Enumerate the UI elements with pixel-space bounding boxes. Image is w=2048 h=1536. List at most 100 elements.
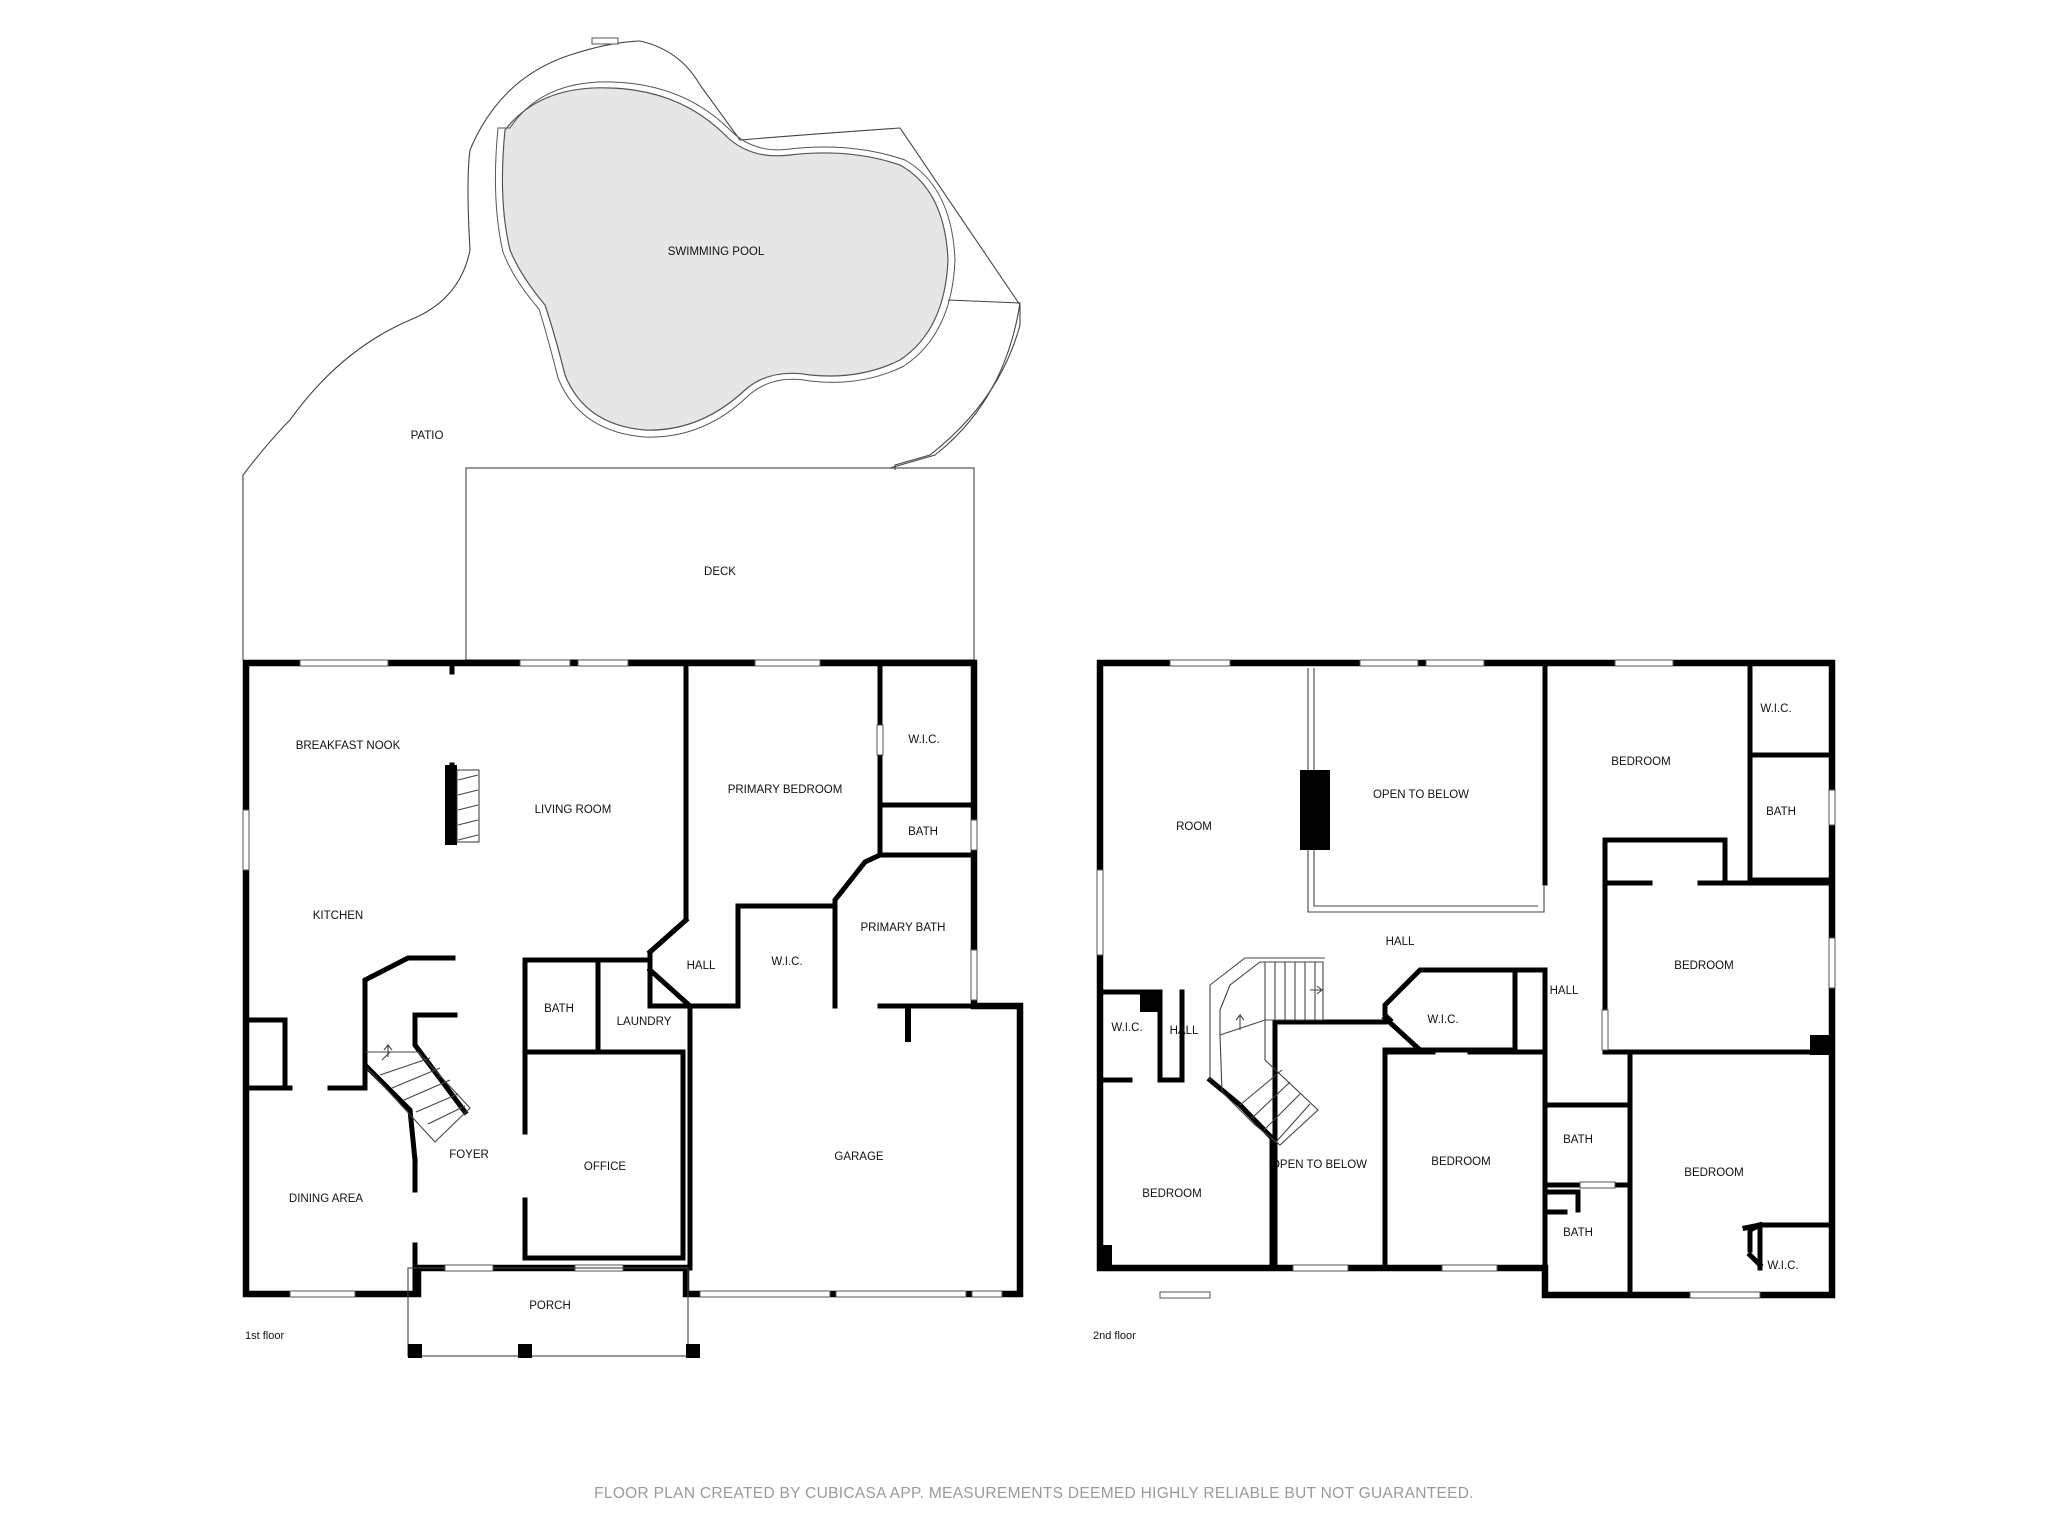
stair-rail-2 bbox=[1209, 957, 1325, 1080]
floor-label-first: 1st floor bbox=[245, 1330, 284, 1342]
dining-wall bbox=[243, 1017, 368, 1091]
primary-bath-wall bbox=[832, 851, 977, 1009]
open-below-bottom-wall bbox=[1272, 1019, 1388, 1271]
window bbox=[1159, 1291, 1211, 1299]
label-laundry: LAUNDRY bbox=[617, 1016, 672, 1028]
second-floor-labels: ROOM OPEN TO BELOW BEDROOM W.I.C. BATH H… bbox=[1111, 703, 1798, 1272]
window bbox=[971, 1290, 1003, 1298]
porch-outline bbox=[407, 1267, 689, 1357]
label-bedroom-se: BEDROOM bbox=[1684, 1167, 1743, 1179]
hearth-hatch bbox=[457, 774, 479, 841]
label-hall-center: HALL bbox=[1386, 936, 1415, 948]
wic-center-wall bbox=[1381, 967, 1518, 1053]
label-garage: GARAGE bbox=[834, 1151, 884, 1163]
label-dining-area: DINING AREA bbox=[289, 1193, 363, 1205]
window bbox=[1359, 659, 1419, 667]
window bbox=[699, 1290, 831, 1298]
deck-outline bbox=[465, 467, 975, 661]
window bbox=[835, 1290, 967, 1298]
label-patio: PATIO bbox=[411, 430, 444, 442]
primary-bedroom-wall bbox=[647, 660, 689, 1009]
label-primary-bath: PRIMARY BATH bbox=[861, 922, 946, 934]
label-bedroom-center: BEDROOM bbox=[1431, 1156, 1490, 1168]
label-bath: BATH bbox=[544, 1003, 574, 1015]
label-hall: HALL bbox=[687, 960, 716, 972]
label-living-room: LIVING ROOM bbox=[535, 804, 612, 816]
porch-post bbox=[408, 1344, 422, 1358]
bedroom-sw-wall bbox=[1097, 1076, 1275, 1271]
outdoor-labels: SWIMMING POOL PATIO DECK bbox=[411, 246, 765, 578]
bath-lower-wall bbox=[1542, 1189, 1581, 1215]
swimming-pool-coping bbox=[494, 81, 956, 438]
label-bath-ne: BATH bbox=[1766, 806, 1796, 818]
patio-step bbox=[591, 37, 619, 45]
label-hall-west: HALL bbox=[1170, 1025, 1199, 1037]
label-kitchen: KITCHEN bbox=[313, 910, 363, 922]
garage-post bbox=[905, 1006, 911, 1042]
stair-arrow bbox=[383, 1043, 393, 1057]
patio-edge-east bbox=[889, 299, 1021, 469]
label-foyer: FOYER bbox=[449, 1149, 489, 1161]
window bbox=[1096, 869, 1104, 956]
label-wic-center: W.I.C. bbox=[1427, 1014, 1458, 1026]
window bbox=[519, 659, 571, 667]
wall-column bbox=[1100, 1245, 1112, 1270]
door-opening bbox=[876, 724, 884, 756]
label-hall-east: HALL bbox=[1550, 985, 1579, 997]
window bbox=[289, 1290, 356, 1298]
second-floor-exterior-wall bbox=[1096, 659, 1836, 1299]
porch-post bbox=[518, 1344, 532, 1358]
label-open-to-below-bottom: OPEN TO BELOW bbox=[1271, 1159, 1367, 1171]
window bbox=[299, 659, 389, 667]
label-bath-upper: BATH bbox=[1563, 1134, 1593, 1146]
label-room: ROOM bbox=[1176, 821, 1212, 833]
bedroom-ne-south-wall bbox=[1602, 837, 1835, 886]
porch-post bbox=[686, 1344, 700, 1358]
window bbox=[1425, 659, 1485, 667]
label-bedroom-sw: BEDROOM bbox=[1142, 1188, 1201, 1200]
label-wic-se: W.I.C. bbox=[1767, 1260, 1798, 1272]
window bbox=[1828, 937, 1836, 989]
label-primary-bedroom: PRIMARY BEDROOM bbox=[728, 784, 843, 796]
door-opening bbox=[444, 1264, 494, 1272]
window bbox=[1441, 1264, 1498, 1272]
first-floor-exterior-wall bbox=[242, 659, 1024, 1298]
patio-outline bbox=[242, 40, 1021, 660]
label-open-to-below-top: OPEN TO BELOW bbox=[1373, 789, 1469, 801]
hall-east-wall bbox=[1512, 967, 1633, 1298]
first-floor-plan bbox=[242, 659, 1024, 1358]
label-wic-hall: W.I.C. bbox=[771, 956, 802, 968]
door-opening bbox=[1579, 1181, 1616, 1189]
floor-label-second: 2nd floor bbox=[1093, 1330, 1136, 1342]
fireplace bbox=[445, 765, 457, 845]
window bbox=[970, 819, 978, 851]
wall-column bbox=[1140, 992, 1160, 1012]
door-opening bbox=[1601, 1009, 1609, 1051]
label-wic-primary: W.I.C. bbox=[908, 734, 939, 746]
window bbox=[754, 659, 821, 667]
wic-ne-wall bbox=[1747, 660, 1835, 883]
window bbox=[1828, 789, 1836, 826]
window bbox=[1689, 1291, 1761, 1299]
stairs bbox=[365, 1051, 471, 1143]
label-swimming-pool: SWIMMING POOL bbox=[668, 246, 765, 258]
label-deck: DECK bbox=[704, 566, 736, 578]
swimming-pool bbox=[501, 87, 949, 431]
stair-wall bbox=[362, 955, 456, 1293]
window bbox=[970, 949, 978, 1001]
label-wic-west: W.I.C. bbox=[1111, 1022, 1142, 1034]
label-porch: PORCH bbox=[529, 1300, 571, 1312]
label-bedroom-east: BEDROOM bbox=[1674, 960, 1733, 972]
wic-hall-wall bbox=[735, 903, 838, 1009]
window bbox=[242, 809, 250, 871]
wic-se-diag bbox=[1742, 1222, 1764, 1269]
label-breakfast-nook: BREAKFAST NOOK bbox=[296, 740, 401, 752]
label-wic-ne: W.I.C. bbox=[1760, 703, 1791, 715]
stair-inner-wall bbox=[412, 1012, 469, 1116]
label-bedroom-ne: BEDROOM bbox=[1611, 756, 1670, 768]
label-bath-lower: BATH bbox=[1563, 1227, 1593, 1239]
office-wall bbox=[522, 1049, 686, 1261]
window bbox=[577, 659, 629, 667]
bedroom-center-wall bbox=[1382, 1049, 1548, 1271]
